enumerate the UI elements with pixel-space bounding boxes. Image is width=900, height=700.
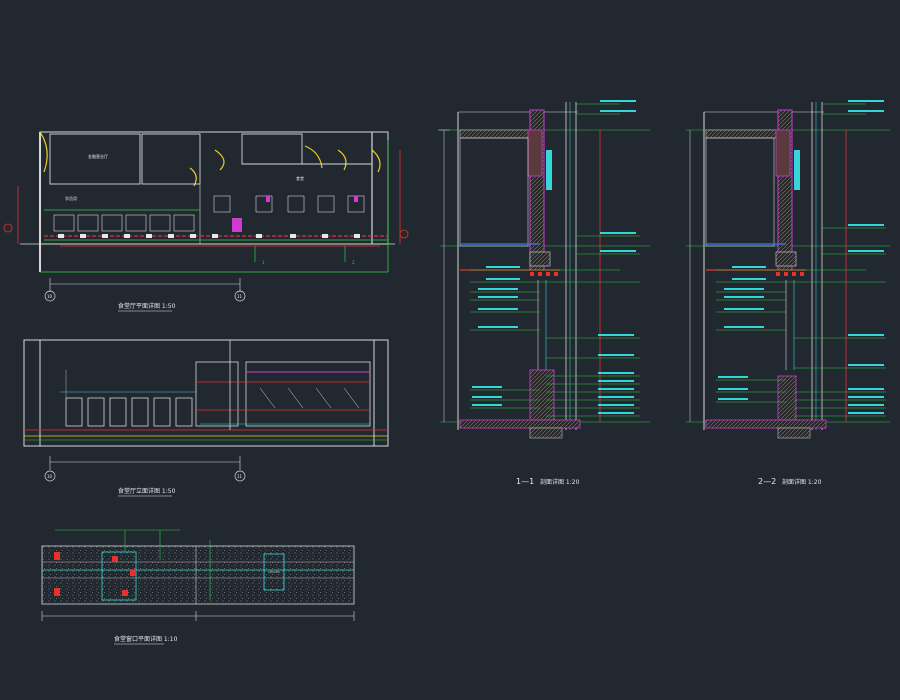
section-1-title: 剖面详图 1:20	[540, 478, 580, 486]
plan-title: 食堂厅平面详图 1:50	[118, 302, 176, 310]
room-label-3: 食堂	[296, 175, 304, 181]
elev-grid-left: 10	[47, 474, 53, 479]
section-1-number: 1—1	[516, 477, 534, 486]
section-2-title: 剖面详图 1:20	[782, 478, 822, 486]
room-label-2: 学员用	[65, 195, 77, 201]
plan-grid-left: 10	[47, 294, 53, 299]
section-2-drawing: 2—2 剖面详图 1:20	[686, 100, 890, 486]
elevation-detail-drawing: 10 11 食堂厅立面详图 1:50	[23, 339, 389, 497]
section-mark-2: 2	[352, 260, 355, 265]
section-mark-1: 1	[262, 260, 265, 265]
window-plan-drawing: 食堂窗口平面详图 1:10	[41, 529, 355, 645]
window-plan-title: 食堂窗口平面详图 1:10	[114, 635, 178, 643]
elev-grid-right: 11	[237, 474, 243, 479]
plan-grid-right: 11	[237, 294, 243, 299]
section-2-number: 2—2	[758, 477, 776, 486]
section-1-drawing: 1—1 剖面详图 1:20	[438, 100, 650, 486]
elevation-title: 食堂厅立面详图 1:50	[118, 487, 176, 495]
plan-detail-drawing: 金融营业厅 学员用 食堂	[3, 131, 409, 312]
room-label-1: 金融营业厅	[88, 153, 108, 159]
